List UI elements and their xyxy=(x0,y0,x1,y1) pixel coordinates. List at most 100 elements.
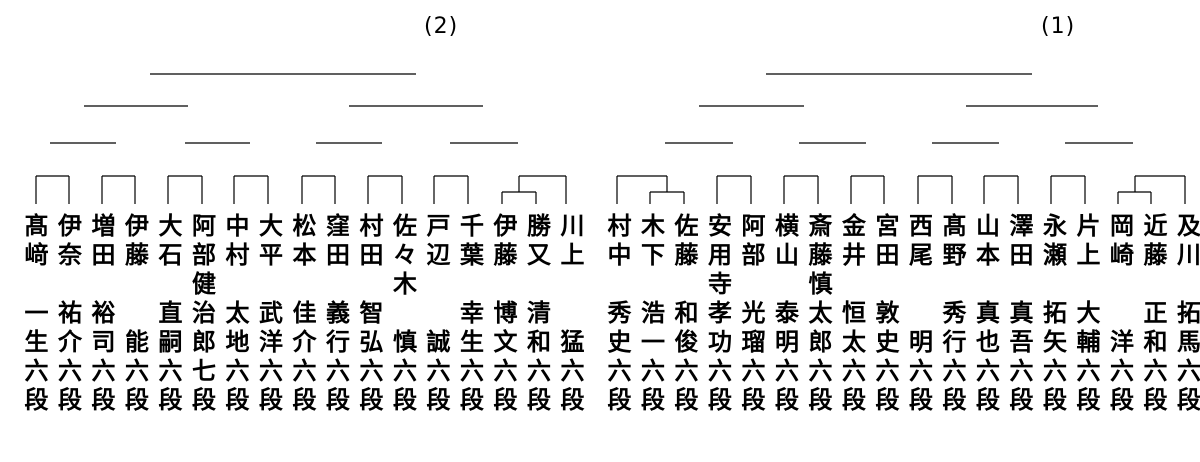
player-name-char: 戸 xyxy=(426,211,451,240)
player-column: 阿部健治郎七段 xyxy=(188,212,221,462)
player-name-char: 段 xyxy=(125,385,149,414)
player-name-char: 清 xyxy=(527,298,551,327)
player-name-char: 中 xyxy=(607,240,632,269)
player-column: 大平武洋六段 xyxy=(255,212,288,462)
player-name-char: 六 xyxy=(225,356,250,385)
player-name-char: 段 xyxy=(741,385,766,414)
player-name-char: 慎 xyxy=(393,327,417,356)
player-name-char: 司 xyxy=(91,327,116,356)
player-name-char: 大 xyxy=(158,211,183,240)
player-name-char: 佐 xyxy=(393,211,417,240)
player-name-char: 史 xyxy=(607,327,632,356)
player-name-char: 伊 xyxy=(125,211,149,240)
player-name-char: 六 xyxy=(1043,356,1067,385)
player-name-char: 増 xyxy=(91,211,116,240)
player-name-char: 藤 xyxy=(674,240,699,269)
player-name-char: 六 xyxy=(1009,356,1034,385)
player-column: 伊藤博文六段 xyxy=(489,212,522,462)
player-name-char: 郎 xyxy=(808,327,833,356)
player-name-char: 澤 xyxy=(1009,211,1034,240)
player-column: 戸辺誠六段 xyxy=(422,212,455,462)
player-name-char: 瀬 xyxy=(1043,240,1067,269)
player-name-char: 六 xyxy=(460,356,484,385)
player-name-char: 伊 xyxy=(58,211,82,240)
player-name-char: 段 xyxy=(1043,385,1067,414)
player-name-char: 六 xyxy=(808,356,833,385)
player-name-char: 六 xyxy=(909,356,933,385)
player-name-char: 田 xyxy=(359,240,384,269)
player-name-char: 段 xyxy=(708,385,732,414)
player-name-char: 村 xyxy=(607,211,632,240)
player-name-char: 寺 xyxy=(708,269,732,298)
player-name-char: 段 xyxy=(292,385,317,414)
player-name-char: 恒 xyxy=(842,298,866,327)
player-name-char: 下 xyxy=(641,240,665,269)
player-column: 大石直嗣六段 xyxy=(154,212,187,462)
player-column: 増田裕司六段 xyxy=(87,212,120,462)
player-column: 中村太地六段 xyxy=(221,212,254,462)
player-name-char: 一 xyxy=(24,298,49,327)
player-name-char: 六 xyxy=(527,356,551,385)
player-name-char: 段 xyxy=(909,385,933,414)
player-name-char: 金 xyxy=(842,211,866,240)
player-column: 川上猛六段 xyxy=(556,212,589,462)
player-name-char: 和 xyxy=(527,327,551,356)
player-column: 村中秀史六段 xyxy=(603,212,636,462)
player-name-char: 段 xyxy=(1177,385,1200,414)
player-name-char: 六 xyxy=(58,356,82,385)
player-name-char: 石 xyxy=(158,240,183,269)
player-name-char: 本 xyxy=(292,240,317,269)
player-name-char: 秀 xyxy=(607,298,632,327)
bracket-label-2: (2) xyxy=(424,14,459,39)
player-column: 山本真也六段 xyxy=(972,212,1005,462)
player-column: 安用寺孝功六段 xyxy=(704,212,737,462)
player-name-char: 和 xyxy=(674,298,699,327)
player-name-char: 文 xyxy=(493,327,518,356)
player-name-char: 行 xyxy=(326,327,350,356)
player-name-char: 中 xyxy=(225,211,250,240)
player-name-char: 又 xyxy=(527,240,551,269)
player-name-char: 段 xyxy=(158,385,183,414)
player-name-char: 太 xyxy=(808,298,833,327)
player-name-char: 弘 xyxy=(359,327,384,356)
player-name-char: 六 xyxy=(158,356,183,385)
player-name-char: 村 xyxy=(359,211,384,240)
player-name-char: 六 xyxy=(976,356,1000,385)
player-column: 伊奈祐介六段 xyxy=(54,212,87,462)
player-name-char: 博 xyxy=(493,298,518,327)
player-name-char: 﨑 xyxy=(24,240,49,269)
player-name-char: 段 xyxy=(359,385,384,414)
player-name-char: 六 xyxy=(393,356,417,385)
bracket-label-1: (1) xyxy=(1041,14,1076,39)
player-name-char: 義 xyxy=(326,298,350,327)
player-name-char: 段 xyxy=(426,385,451,414)
player-name-char: 輔 xyxy=(1076,327,1101,356)
player-name-char: 六 xyxy=(741,356,766,385)
player-name-char: 段 xyxy=(674,385,699,414)
player-name-char: 誠 xyxy=(426,327,451,356)
player-name-char: 上 xyxy=(560,240,585,269)
player-name-char: 段 xyxy=(493,385,518,414)
player-name-char: 勝 xyxy=(527,211,551,240)
player-name-char: 藤 xyxy=(125,240,149,269)
player-name-char: 段 xyxy=(225,385,250,414)
player-name-char: 髙 xyxy=(24,211,49,240)
player-name-char: 六 xyxy=(259,356,283,385)
player-column: 永瀬拓矢六段 xyxy=(1039,212,1072,462)
player-name-char: 葉 xyxy=(460,240,484,269)
player-name-char: 段 xyxy=(527,385,551,414)
player-column: 横山泰明六段 xyxy=(771,212,804,462)
player-name-char: 六 xyxy=(641,356,665,385)
player-name-char: 奈 xyxy=(58,240,82,269)
player-name-char: 藤 xyxy=(1143,240,1168,269)
player-column: 金井恒太六段 xyxy=(838,212,871,462)
player-name-char: 用 xyxy=(708,240,732,269)
player-name-char: 部 xyxy=(741,240,766,269)
player-name-char: 阿 xyxy=(192,211,216,240)
player-name-char: 武 xyxy=(259,298,283,327)
player-column: 佐々木慎六段 xyxy=(389,212,422,462)
player-column: 窪田義行六段 xyxy=(322,212,355,462)
player-name-char: 介 xyxy=(58,327,82,356)
player-name-char: 孝 xyxy=(708,298,732,327)
player-column: 松本佳介六段 xyxy=(288,212,321,462)
